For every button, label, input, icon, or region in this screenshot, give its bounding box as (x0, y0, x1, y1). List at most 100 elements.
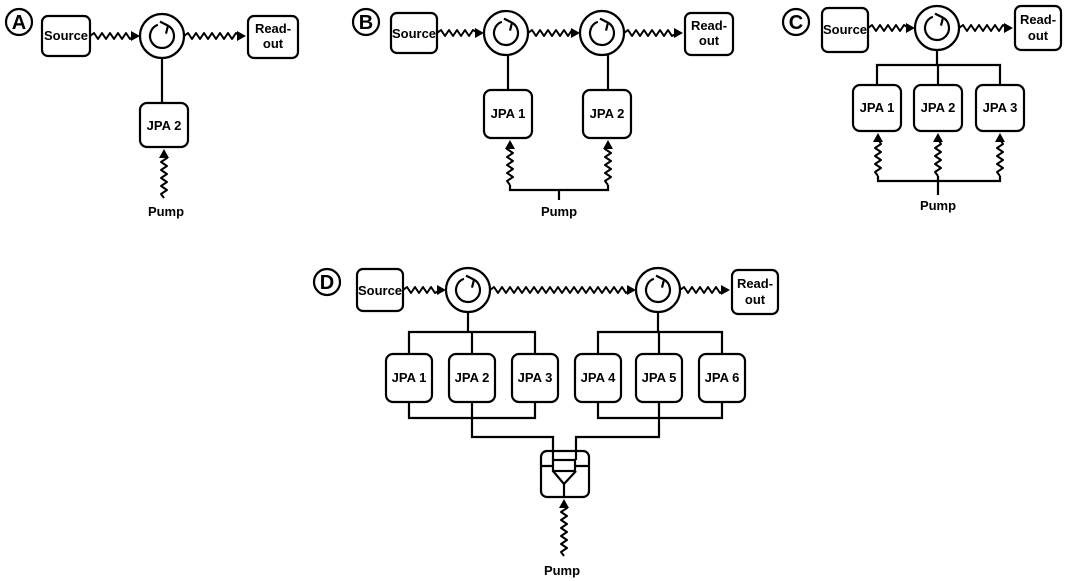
readout-label-line1: Read- (737, 276, 773, 291)
jpa-label: JPA 2 (455, 370, 490, 385)
readout-label-line2: out (699, 33, 720, 48)
readout-label-line1: Read- (1020, 12, 1056, 27)
panel-label: B (359, 12, 373, 34)
signal-line (867, 24, 910, 32)
pump-line (160, 154, 168, 199)
arrowhead-icon (1004, 23, 1013, 33)
pump-line (996, 138, 1004, 177)
signal-line (89, 32, 135, 40)
signal-line (489, 286, 631, 294)
signal-line (183, 32, 241, 40)
readout-label-line2: out (263, 36, 284, 51)
jpa-label: JPA 6 (705, 370, 740, 385)
jpa-box (138, 101, 190, 149)
jpa-label: JPA 1 (491, 106, 526, 121)
readout-label-line2: out (745, 292, 766, 307)
arrowhead-icon (237, 31, 246, 41)
source-label: Source (823, 22, 867, 37)
circulator-arc (454, 277, 482, 304)
panel-label: D (320, 272, 334, 294)
signal-line (436, 29, 479, 37)
readout-label-line1: Read- (255, 21, 291, 36)
jpa-label: JPA 3 (518, 370, 553, 385)
arrowhead-icon (721, 285, 730, 295)
readout-box (683, 11, 735, 57)
readout-box (730, 268, 780, 316)
arrowhead-icon (933, 133, 943, 142)
pump-label: Pump (544, 563, 580, 578)
jpa-label: JPA 4 (581, 370, 616, 385)
signal-line (958, 24, 1008, 32)
arrowhead-icon (603, 140, 613, 149)
jpa-label: JPA 2 (590, 106, 625, 121)
jpa-label: JPA 1 (860, 100, 895, 115)
pump-line (874, 138, 882, 177)
pump-line (560, 504, 568, 557)
panel-label-circle (312, 267, 342, 297)
panel-label-circle (4, 7, 34, 37)
arrowhead-icon (475, 28, 484, 38)
jpa-label: JPA 1 (392, 370, 427, 385)
jpa-box (912, 83, 964, 133)
panel-d: D Source Read- out JPA 1 JPA 2 JPA 3 JPA… (312, 266, 780, 578)
jpa-box (482, 88, 534, 140)
panel-c: C Source Read- out JPA 1 JPA 2 JPA 3 Pum… (781, 4, 1063, 213)
wire (875, 50, 1002, 85)
circulator-arrow-icon (655, 274, 666, 288)
signal-line (527, 29, 575, 37)
arrowhead-icon (995, 133, 1005, 142)
panel-label-circle (351, 7, 381, 37)
circulator-icon (444, 266, 492, 314)
arrowhead-icon (906, 23, 915, 33)
panel-b: B Source Read- out JPA 1 JPA 2 Pump (351, 7, 735, 219)
splitter-lines (541, 451, 589, 497)
wire (596, 312, 724, 354)
circulator-arrow-icon (934, 12, 945, 26)
source-label: Source (358, 283, 402, 298)
source-label: Source (392, 26, 436, 41)
jpa-label: JPA 3 (983, 100, 1018, 115)
jpa-box (581, 88, 633, 140)
circulator-arc (148, 23, 176, 50)
readout-label-line2: out (1028, 28, 1049, 43)
arrowhead-icon (559, 499, 569, 508)
arrowhead-icon (627, 285, 636, 295)
arrowhead-icon (505, 140, 515, 149)
circulator-arrow-icon (159, 20, 170, 34)
circulator-arrow-icon (599, 17, 610, 31)
jpa-box (851, 83, 903, 133)
arrowheads (131, 23, 1013, 508)
circulator-arrow-icon (503, 17, 514, 31)
circulator-arrow-icon (465, 274, 476, 288)
panel-label: C (789, 12, 803, 34)
readout-box (246, 14, 300, 60)
wire (407, 312, 537, 354)
panel-label: A (12, 12, 26, 34)
wire (876, 176, 1002, 195)
arrowhead-icon (159, 149, 169, 158)
wire (508, 185, 610, 200)
wire (574, 402, 724, 451)
readout-box (1013, 4, 1063, 52)
signal-line (402, 286, 441, 294)
circulator-icon (913, 4, 961, 52)
pump-label: Pump (920, 198, 956, 213)
circulator-icon (138, 12, 186, 60)
circulator-icon (634, 266, 682, 314)
pump-label: Pump (148, 204, 184, 219)
circulator-arc (923, 15, 951, 42)
arrowhead-icon (131, 31, 140, 41)
signal-line (623, 29, 678, 37)
arrowhead-icon (873, 133, 883, 142)
source-label: Source (44, 28, 88, 43)
circulator-arc (492, 20, 520, 47)
circulator-arc (644, 277, 672, 304)
arrowhead-icon (674, 28, 683, 38)
arrowhead-icon (571, 28, 580, 38)
signal-line (679, 286, 725, 294)
readout-label-line1: Read- (691, 18, 727, 33)
pump-line (604, 145, 612, 186)
panel-a: A Source Read- out JPA 2 Pump (4, 7, 300, 219)
circulator-icon (482, 9, 530, 57)
